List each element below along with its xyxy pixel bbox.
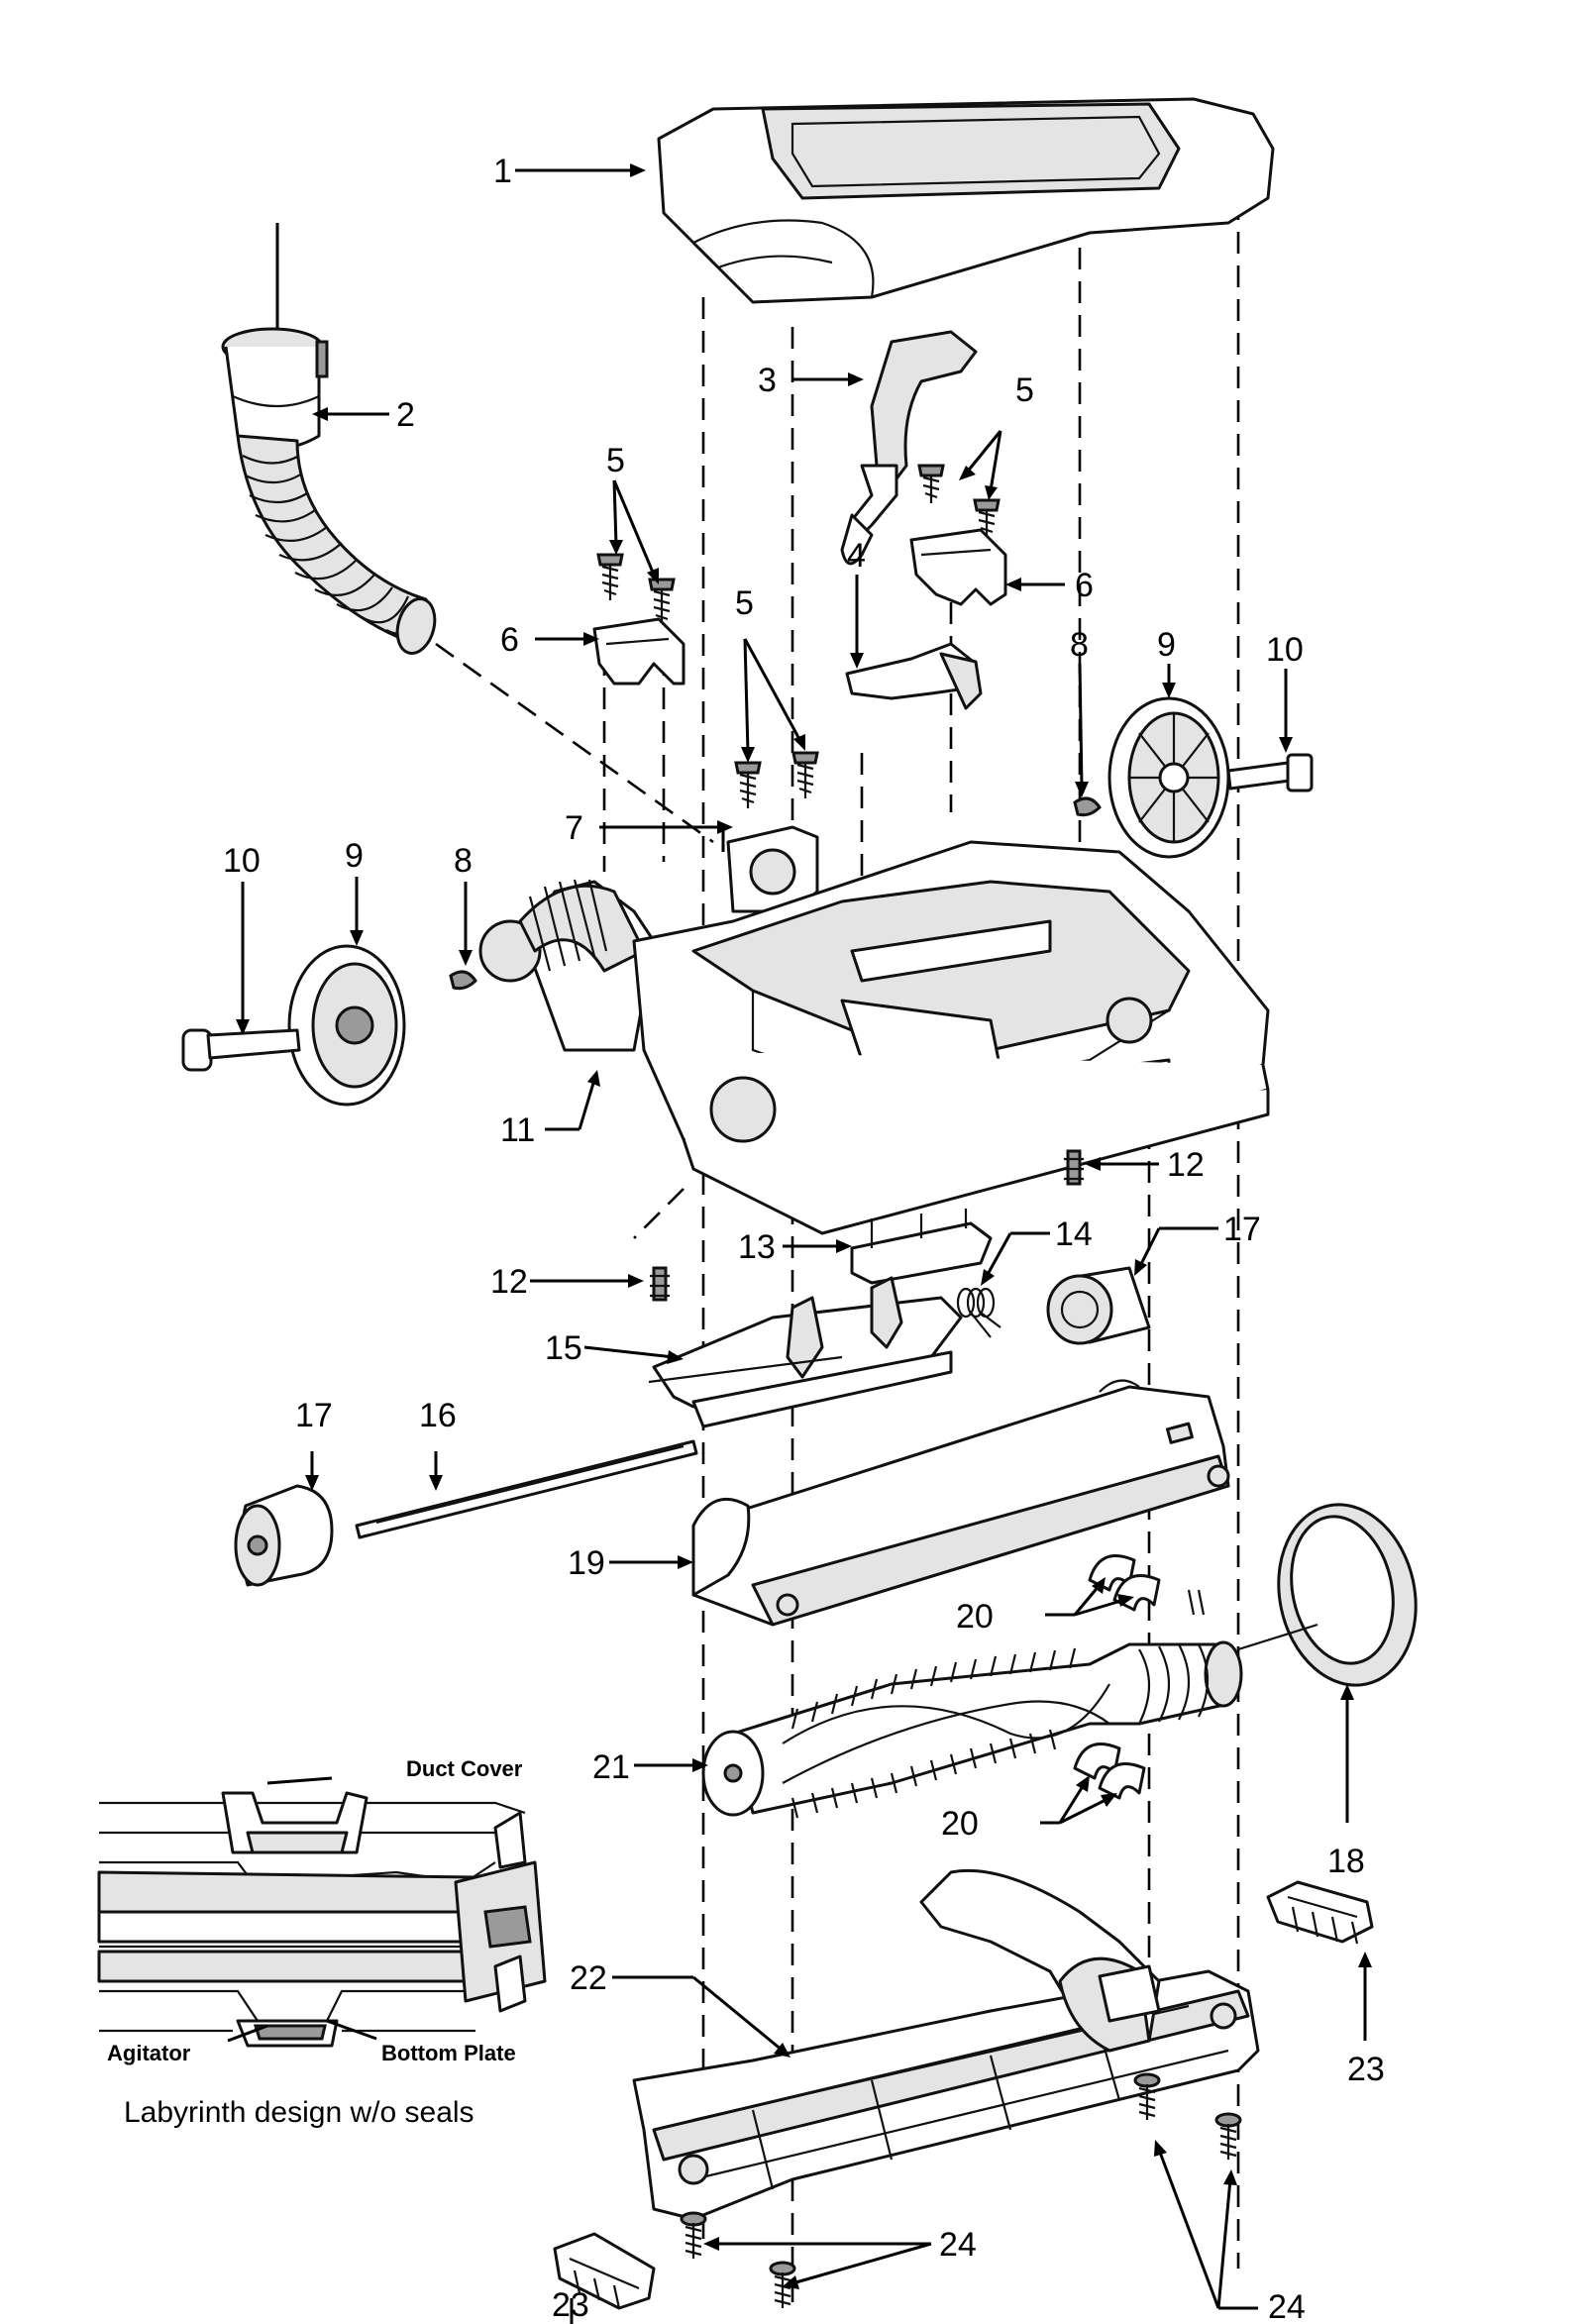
callout-19: 19 [568, 1544, 605, 1582]
agitator-label: Agitator [107, 2041, 191, 2065]
part-1-top-cover [657, 97, 1275, 304]
part-22-bottom-plate [632, 1868, 1260, 2221]
callout-20-lower: 20 [941, 1805, 979, 1843]
part-17-bearing-left [234, 1484, 334, 1587]
callout-23-left: 23 [552, 2286, 589, 2324]
callout-8-left: 8 [454, 842, 473, 880]
callout-3: 3 [758, 362, 777, 399]
callout-23-right: 23 [1347, 2051, 1385, 2088]
part-12-screw-left [650, 1266, 670, 1302]
callout-9-left: 9 [345, 837, 364, 875]
part-6-brackets [592, 528, 1007, 686]
leader-lines [236, 163, 1372, 2324]
callout-6-left: 6 [500, 621, 519, 659]
part-10-axle-left [181, 1028, 301, 1072]
callout-17-left: 17 [295, 1397, 333, 1434]
part-3-pedal [840, 330, 978, 566]
callout-10-left: 10 [223, 842, 261, 880]
callout-5-top-right: 5 [1015, 371, 1034, 409]
callout-18: 18 [1327, 1843, 1365, 1880]
callout-10-right: 10 [1266, 631, 1304, 669]
callout-21: 21 [592, 1748, 630, 1786]
part-10-axle-right [1226, 753, 1314, 792]
part-24-screws [680, 2072, 1242, 2308]
callout-5-center: 5 [735, 584, 754, 622]
callout-12-left: 12 [490, 1263, 528, 1301]
part-8-clip-right [1073, 796, 1102, 817]
callout-16: 16 [419, 1397, 457, 1434]
inset-caption: Labyrinth design w/o seals [124, 2096, 474, 2129]
part-15-lever-assembly [648, 1276, 963, 1428]
part-20-clip-lower [1073, 1743, 1146, 1800]
callout-11: 11 [500, 1111, 535, 1149]
part-19-belt-cover [691, 1379, 1230, 1627]
callout-numbers: 1 2 3 5 5 6 6 4 5 8 9 10 7 10 9 8 11 12 … [223, 153, 1385, 2324]
callout-13: 13 [738, 1228, 776, 1266]
part-11-base [478, 840, 1270, 1235]
part-4-latch [845, 642, 983, 710]
callout-22: 22 [570, 1959, 607, 1997]
part-13-bracket [850, 1209, 993, 1285]
bottom-plate-label: Bottom Plate [381, 2041, 516, 2065]
duct-cover-label: Duct Cover [406, 1756, 523, 1781]
part-18-belt [1237, 1503, 1418, 1687]
callout-14: 14 [1055, 1215, 1093, 1253]
callout-17-right: 17 [1223, 1211, 1261, 1248]
bristle-row [790, 1647, 1077, 1819]
callout-7: 7 [565, 809, 583, 847]
part-12-screw-right [1064, 1149, 1084, 1186]
part-21-agitator [701, 1589, 1243, 1819]
part-16-shaft [355, 1439, 698, 1539]
callout-24-center: 24 [939, 2226, 977, 2264]
callout-2: 2 [396, 396, 415, 434]
labyrinth-inset [97, 1776, 547, 2048]
callout-5-left: 5 [606, 442, 625, 479]
inset-labels: Duct Cover Agitator Bottom Plate Labyrin… [107, 1756, 523, 2129]
part-8-clip-left [449, 970, 477, 991]
part-5-screws [596, 464, 1001, 808]
callout-12-right: 12 [1167, 1146, 1205, 1184]
callout-4: 4 [847, 537, 866, 575]
part-23-bracket-left [553, 2232, 656, 2310]
callout-15: 15 [545, 1329, 582, 1367]
callout-20-upper: 20 [956, 1598, 994, 1636]
part-9-wheel-left [287, 944, 406, 1107]
part-23-bracket-right [1266, 1880, 1374, 1945]
part-7-bracket [726, 825, 819, 913]
callout-9-right: 9 [1157, 626, 1176, 664]
callout-8-right: 8 [1070, 626, 1089, 664]
part-2-hose [221, 223, 437, 655]
part-17-bearing-right [1046, 1266, 1151, 1345]
callout-24-right: 24 [1268, 2288, 1306, 2324]
part-9-wheel-right [1107, 696, 1230, 859]
part-14-spring [956, 1287, 1001, 1338]
callout-1: 1 [493, 153, 512, 190]
callout-6-right: 6 [1075, 567, 1094, 604]
